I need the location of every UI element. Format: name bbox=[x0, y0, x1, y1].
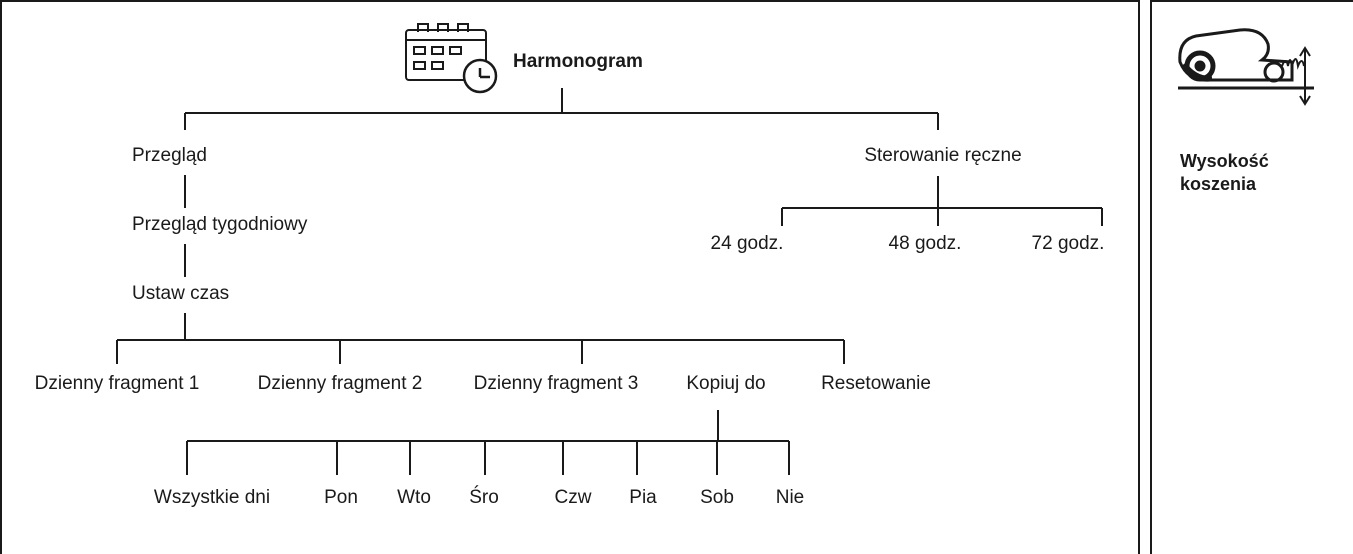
day-item-all-days[interactable]: Wszystkie dni bbox=[153, 487, 271, 508]
day-item-thu[interactable]: Czw bbox=[554, 487, 592, 508]
cutting-height-label-line1: Wysokość bbox=[1180, 151, 1269, 171]
menu-item-copy-to[interactable]: Kopiuj do bbox=[686, 373, 766, 394]
day-item-tue[interactable]: Wto bbox=[397, 487, 431, 508]
schedule-title: Harmonogram bbox=[513, 51, 643, 72]
schedule-menu-panel bbox=[0, 0, 1140, 554]
mower-cutting-height-icon bbox=[1178, 28, 1314, 106]
menu-item-weekly-overview[interactable]: Przegląd tygodniowy bbox=[132, 214, 308, 235]
menu-item-manual-control[interactable]: Sterowanie ręczne bbox=[864, 145, 1022, 166]
menu-item-24h[interactable]: 24 godz. bbox=[710, 233, 784, 254]
day-item-sun[interactable]: Nie bbox=[775, 487, 805, 508]
cutting-height-label-line2: koszenia bbox=[1180, 174, 1257, 194]
menu-item-72h[interactable]: 72 godz. bbox=[1031, 233, 1105, 254]
menu-item-overview[interactable]: Przegląd bbox=[132, 145, 207, 166]
day-item-wed[interactable]: Śro bbox=[469, 487, 499, 508]
menu-item-48h[interactable]: 48 godz. bbox=[888, 233, 962, 254]
day-item-mon[interactable]: Pon bbox=[324, 487, 358, 508]
menu-item-daily-slot-2[interactable]: Dzienny fragment 2 bbox=[257, 373, 423, 394]
calendar-clock-icon bbox=[405, 23, 498, 94]
menu-item-reset[interactable]: Resetowanie bbox=[821, 373, 931, 394]
day-item-sat[interactable]: Sob bbox=[700, 487, 734, 508]
cutting-height-panel bbox=[1150, 0, 1353, 554]
day-item-fri[interactable]: Pia bbox=[629, 487, 657, 508]
menu-item-set-time[interactable]: Ustaw czas bbox=[132, 283, 230, 304]
cutting-height-label[interactable]: Wysokość koszenia bbox=[1180, 150, 1269, 196]
menu-item-daily-slot-3[interactable]: Dzienny fragment 3 bbox=[473, 373, 639, 394]
menu-item-daily-slot-1[interactable]: Dzienny fragment 1 bbox=[34, 373, 200, 394]
